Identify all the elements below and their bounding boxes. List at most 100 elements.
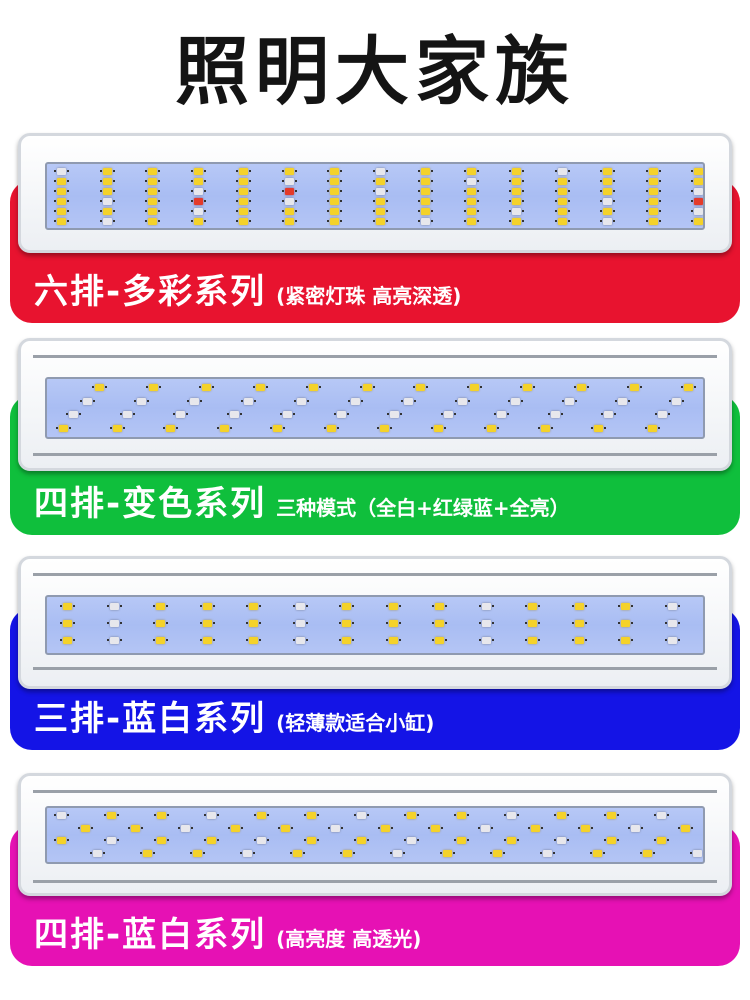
led-chip bbox=[292, 637, 308, 644]
led-chip bbox=[236, 178, 251, 185]
led-chip bbox=[645, 168, 661, 175]
led-chip bbox=[359, 384, 375, 391]
led-chip bbox=[246, 603, 261, 610]
led-chip bbox=[525, 637, 540, 644]
led-chip bbox=[508, 398, 523, 405]
led-chip bbox=[354, 837, 369, 844]
led-chip bbox=[618, 637, 633, 644]
led-chip bbox=[664, 620, 680, 627]
led-chip bbox=[99, 218, 115, 225]
led-chip bbox=[691, 178, 703, 185]
led-chip bbox=[199, 620, 215, 627]
led-chip bbox=[154, 812, 169, 819]
led-chip bbox=[554, 188, 570, 195]
led-chip bbox=[601, 411, 616, 418]
light-fixture-three-row bbox=[18, 556, 732, 689]
led-chip bbox=[525, 603, 540, 610]
led-chip bbox=[128, 824, 143, 832]
led-chip bbox=[490, 849, 505, 857]
led-chip bbox=[463, 198, 479, 205]
led-chip bbox=[199, 603, 215, 610]
led-chip bbox=[680, 384, 696, 391]
led-chip bbox=[463, 188, 479, 195]
led-chip bbox=[99, 208, 115, 215]
led-chip bbox=[327, 188, 342, 195]
led-chip bbox=[270, 425, 285, 432]
led-chip bbox=[554, 218, 570, 225]
led-chip bbox=[145, 218, 160, 225]
fixture-rail bbox=[33, 453, 717, 456]
led-chip bbox=[418, 168, 433, 175]
led-chip bbox=[254, 837, 269, 844]
led-chip bbox=[600, 168, 615, 175]
led-chip bbox=[99, 168, 115, 175]
led-chip bbox=[509, 208, 524, 215]
led-chip bbox=[494, 411, 509, 418]
led-chip bbox=[199, 384, 214, 391]
led-chip bbox=[246, 637, 261, 644]
led-chip bbox=[78, 824, 93, 832]
led-chip bbox=[292, 620, 308, 627]
led-chip bbox=[418, 178, 433, 185]
led-chip bbox=[628, 824, 643, 832]
led-chip bbox=[347, 398, 363, 405]
led-chip bbox=[691, 188, 703, 195]
led-chip bbox=[520, 384, 535, 391]
led-chip bbox=[600, 208, 615, 215]
led-chip bbox=[571, 620, 587, 627]
series-note: (高亮度 高透光) bbox=[276, 927, 422, 951]
led-chip bbox=[54, 218, 69, 225]
led-chip bbox=[145, 208, 160, 215]
led-chip bbox=[240, 398, 256, 405]
led-chip bbox=[372, 198, 388, 205]
led-chip bbox=[640, 849, 655, 857]
led-chip bbox=[627, 384, 642, 391]
led-chip bbox=[387, 411, 402, 418]
series-label: 四排-蓝白系列 (高亮度 高透光) bbox=[34, 907, 421, 956]
led-chip bbox=[178, 824, 193, 832]
light-fixture-six-row bbox=[18, 133, 732, 253]
series-name: 四排-蓝白系列 bbox=[34, 915, 267, 955]
led-chip bbox=[678, 824, 693, 832]
series-label: 三排-蓝白系列 (轻薄款适合小缸) bbox=[34, 691, 434, 740]
led-chip bbox=[413, 384, 428, 391]
led-chip bbox=[554, 208, 570, 215]
led-chip bbox=[236, 198, 251, 205]
led-chip bbox=[54, 812, 69, 819]
led-chip bbox=[119, 411, 135, 418]
led-chip bbox=[591, 425, 606, 432]
led-chip bbox=[691, 168, 703, 175]
fixture-rail bbox=[33, 355, 717, 358]
led-chip bbox=[228, 824, 243, 832]
led-chip bbox=[339, 603, 354, 610]
led-chip bbox=[440, 849, 455, 857]
led-chip bbox=[372, 218, 388, 225]
led-chip bbox=[372, 208, 388, 215]
led-chip bbox=[484, 425, 499, 432]
led-chip bbox=[145, 198, 160, 205]
led-chip bbox=[281, 218, 297, 225]
led-chip bbox=[466, 384, 482, 391]
led-chip bbox=[153, 603, 168, 610]
led-chip bbox=[390, 849, 405, 857]
led-chip bbox=[571, 637, 587, 644]
led-chip bbox=[504, 812, 519, 819]
series-name: 六排-多彩系列 bbox=[34, 272, 267, 312]
series-label: 六排-多彩系列 (紧密灯珠 高亮深透) bbox=[34, 264, 461, 313]
led-chip bbox=[60, 620, 75, 627]
led-chip bbox=[404, 812, 419, 819]
led-chip bbox=[109, 425, 125, 432]
led-chip bbox=[377, 425, 392, 432]
led-chip bbox=[99, 198, 115, 205]
led-chip bbox=[327, 218, 342, 225]
led-chip bbox=[454, 398, 470, 405]
led-chip bbox=[654, 837, 669, 844]
led-chip bbox=[145, 178, 160, 185]
led-chip bbox=[190, 198, 206, 205]
led-chip bbox=[60, 637, 75, 644]
led-chip bbox=[354, 812, 369, 819]
series-label: 四排-变色系列 三种模式（全白+红绿蓝+全亮） bbox=[34, 476, 570, 525]
led-chip bbox=[327, 208, 342, 215]
led-chip bbox=[418, 208, 433, 215]
led-chip bbox=[145, 188, 160, 195]
